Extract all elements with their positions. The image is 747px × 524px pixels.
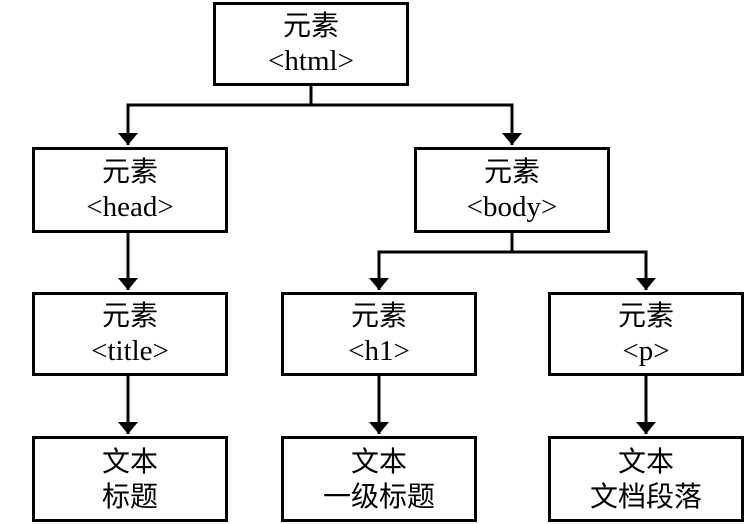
node-head-type: 元素 (101, 155, 158, 189)
node-body-tag: <body> (466, 191, 558, 224)
node-text-h1-content: 一级标题 (322, 480, 435, 513)
node-text-h1: 文本 一级标题 (281, 436, 477, 522)
node-head-element: 元素 <head> (32, 147, 228, 233)
node-p-tag: <p> (622, 335, 670, 368)
node-text-p-type: 文本 (617, 445, 674, 478)
node-html-tag: <html> (268, 45, 354, 78)
node-head-tag: <head> (86, 191, 174, 224)
node-title-element: 元素 <title> (32, 292, 228, 376)
node-h1-type: 元素 (350, 299, 407, 333)
node-p-type: 元素 (617, 299, 674, 333)
node-text-h1-type: 文本 (350, 445, 407, 478)
edge-html-to-body (311, 103, 522, 145)
node-text-title: 文本 标题 (32, 436, 228, 522)
node-text-title-content: 标题 (101, 480, 158, 513)
edge-html-to-head (118, 86, 313, 145)
edge-body-to-h1 (369, 233, 514, 290)
node-body-type: 元素 (483, 155, 540, 189)
node-body-element: 元素 <body> (414, 147, 610, 233)
node-text-title-type: 文本 (101, 445, 158, 478)
node-title-type: 元素 (101, 299, 158, 333)
node-h1-element: 元素 <h1> (281, 292, 477, 376)
node-h1-tag: <h1> (348, 335, 410, 368)
node-html-element: 元素 <html> (213, 2, 409, 86)
node-title-tag: <title> (91, 335, 169, 368)
node-html-type: 元素 (282, 9, 339, 43)
node-p-element: 元素 <p> (548, 292, 744, 376)
node-text-p: 文本 文档段落 (548, 436, 744, 522)
edge-body-to-p (512, 250, 656, 290)
node-text-p-content: 文档段落 (589, 480, 702, 513)
